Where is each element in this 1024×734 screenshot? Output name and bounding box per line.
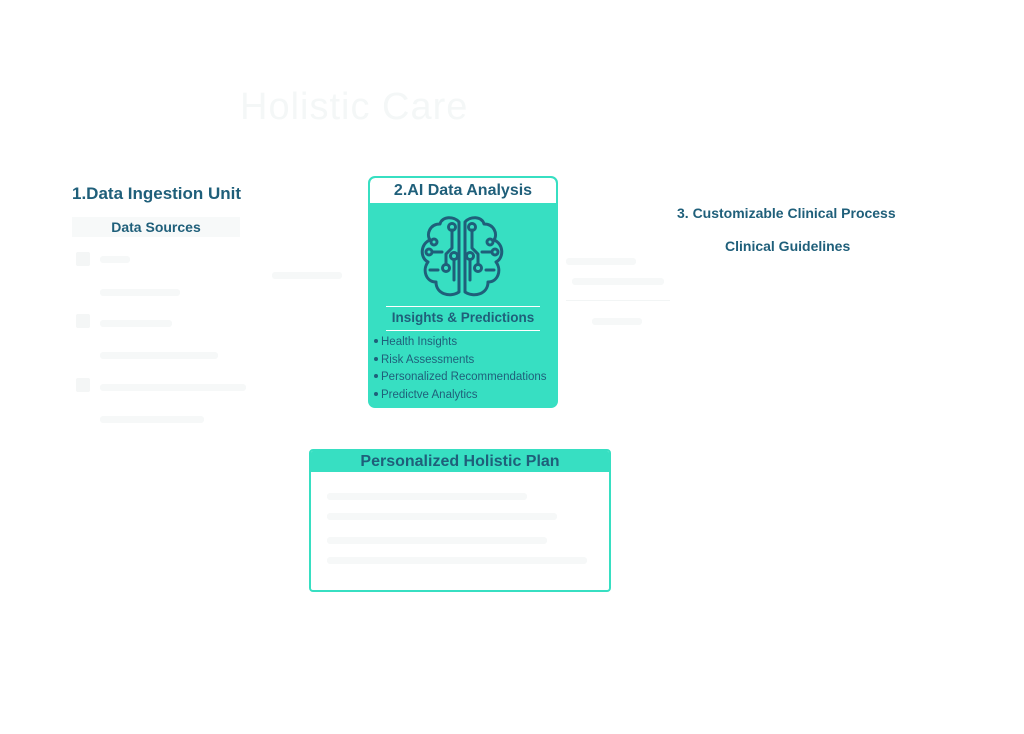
data-source-icon — [76, 314, 90, 328]
data-source-item — [100, 289, 180, 296]
data-source-item — [100, 384, 246, 391]
plan-item — [327, 557, 587, 564]
faint-connector-label — [572, 278, 664, 285]
ai-data-analysis-title: 2.AI Data Analysis — [370, 178, 556, 204]
faint-connector-line — [566, 300, 670, 301]
bullet-icon — [374, 339, 378, 344]
data-source-item — [100, 416, 204, 423]
list-item: Predictve Analytics — [374, 387, 547, 405]
data-source-item — [100, 352, 218, 359]
insights-predictions-title: Insights & Predictions — [391, 310, 535, 325]
clinical-process-title: 3. Customizable Clinical Process — [677, 205, 896, 221]
list-item: Personalized Recommendations — [374, 369, 547, 387]
ai-data-analysis-card: 2.AI Data Analysis Insights & Prediction… — [368, 176, 558, 408]
diagram-watermark-title: Holistic Care — [240, 86, 469, 128]
data-sources-background — [72, 217, 240, 237]
insights-list: Health Insights Risk Assessments Persona… — [374, 334, 547, 404]
clinical-guidelines-subtitle: Clinical Guidelines — [725, 238, 851, 254]
faint-connector-label — [592, 318, 642, 325]
data-source-icon — [76, 252, 90, 266]
plan-item — [327, 537, 547, 544]
data-source-item — [100, 256, 130, 263]
holistic-plan-card: Personalized Holistic Plan — [309, 449, 611, 592]
faint-connector-label — [272, 272, 342, 279]
bullet-icon — [374, 391, 378, 396]
insights-divider-top — [386, 306, 540, 307]
data-sources-subtitle: Data Sources — [111, 219, 201, 235]
data-source-item — [100, 320, 172, 327]
faint-connector-label — [566, 258, 636, 265]
data-ingestion-title: 1.Data Ingestion Unit — [72, 184, 242, 203]
plan-item — [327, 493, 527, 500]
list-item: Health Insights — [374, 334, 547, 352]
list-item: Risk Assessments — [374, 352, 547, 370]
plan-item — [327, 513, 557, 520]
data-source-icon — [76, 378, 90, 392]
brain-circuit-icon — [420, 216, 504, 297]
bullet-icon — [374, 374, 378, 379]
bullet-icon — [374, 356, 378, 361]
holistic-plan-title: Personalized Holistic Plan — [311, 451, 609, 472]
insights-divider-bottom — [386, 330, 540, 331]
